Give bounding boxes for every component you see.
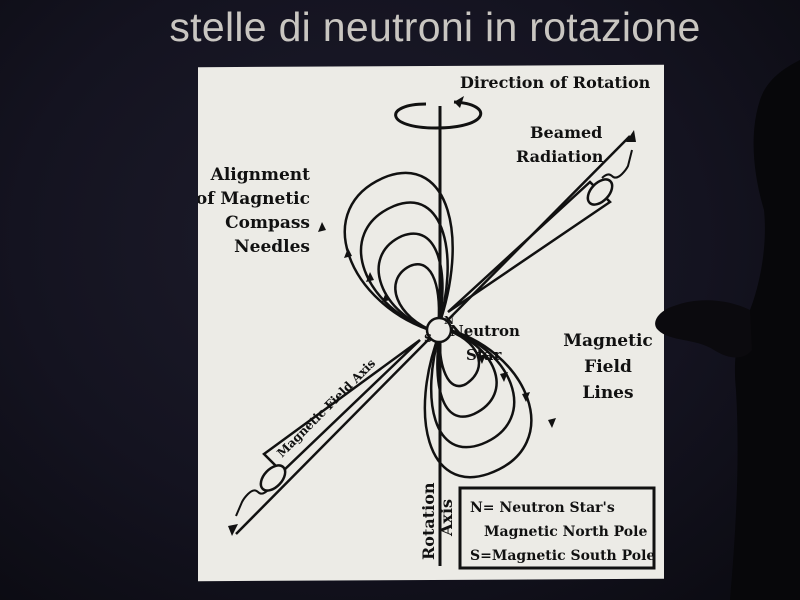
svg-text:Radiation: Radiation <box>516 147 604 166</box>
field-line-arrows-lower <box>478 354 556 428</box>
svg-text:Lines: Lines <box>582 383 633 403</box>
field-line-arrows-upper <box>318 222 390 302</box>
svg-text:Star: Star <box>466 346 502 364</box>
pole-legend-box: N= Neutron Star's Magnetic North Pole S=… <box>458 486 656 570</box>
svg-text:Needles: Needles <box>234 237 310 257</box>
svg-text:Neutron: Neutron <box>450 322 520 340</box>
beamed-radiation-cone-top <box>447 130 636 314</box>
svg-text:Magnetic: Magnetic <box>563 331 653 351</box>
beamed-radiation-cone-bottom <box>228 338 421 536</box>
rotation-axis-label: Rotation Axis <box>419 482 456 560</box>
compass-alignment-label: Alignment of Magnetic Compass Needles <box>198 165 310 257</box>
beamed-radiation-label: Beamed Radiation <box>516 123 604 166</box>
svg-text:Compass: Compass <box>225 213 310 233</box>
rotation-direction-label: Direction of Rotation <box>460 73 651 92</box>
svg-text:Field: Field <box>584 357 632 377</box>
north-pole-marker: N <box>444 314 454 327</box>
svg-text:of Magnetic: of Magnetic <box>198 189 310 209</box>
svg-text:S=Magnetic South Pole: S=Magnetic South Pole <box>470 548 655 564</box>
svg-text:N= Neutron Star's: N= Neutron Star's <box>470 500 615 516</box>
slide-title: stelle di neutroni in rotazione <box>169 4 701 50</box>
svg-text:Alignment: Alignment <box>210 165 311 185</box>
neutron-star-sphere <box>425 316 453 344</box>
magnetic-field-lines-upper <box>343 171 454 334</box>
svg-text:Magnetic North Pole: Magnetic North Pole <box>484 524 647 540</box>
neutron-star-diagram: N S Direction of Rotation Beamed Radiati… <box>198 73 656 570</box>
svg-text:Rotation: Rotation <box>419 482 438 560</box>
neutron-star-label: Neutron Star <box>450 322 520 364</box>
south-pole-marker: S <box>424 332 432 345</box>
presenter-silhouette <box>655 60 800 600</box>
magnetic-field-lines-lower <box>423 326 533 479</box>
svg-text:Beamed: Beamed <box>530 123 602 142</box>
magnetic-field-lines-label: Magnetic Field Lines <box>563 331 653 403</box>
rotation-direction-arrow <box>394 96 483 130</box>
svg-text:Axis: Axis <box>437 499 456 537</box>
